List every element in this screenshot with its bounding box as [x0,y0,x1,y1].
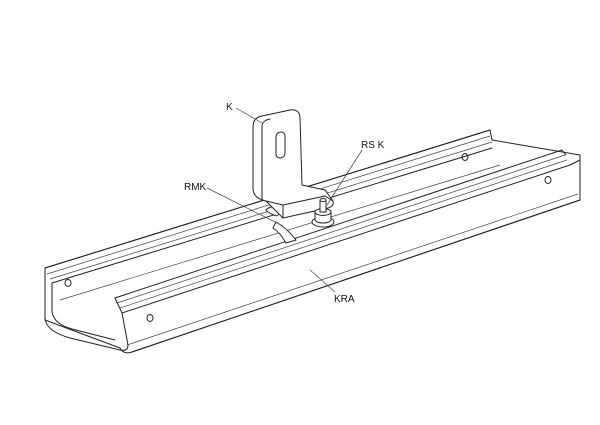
leader-line-kra [309,269,336,293]
leader-line-rs-k [326,149,363,206]
label-k: K [226,102,233,113]
mounting-hole [461,153,469,161]
label-rs-k: RS K [361,140,385,151]
leader-line-rmk [206,187,284,227]
label-rmk: RMK [184,182,207,193]
bracket-slot [275,131,286,159]
mounting-hole [544,176,552,184]
screw-rs-k [311,198,335,228]
label-kra: KRA [334,294,355,305]
cable-tray-kra [44,129,581,354]
leader-line-k [235,107,263,124]
mounting-hole [64,279,72,287]
mounting-hole [146,314,154,322]
bracket-k [252,109,334,219]
